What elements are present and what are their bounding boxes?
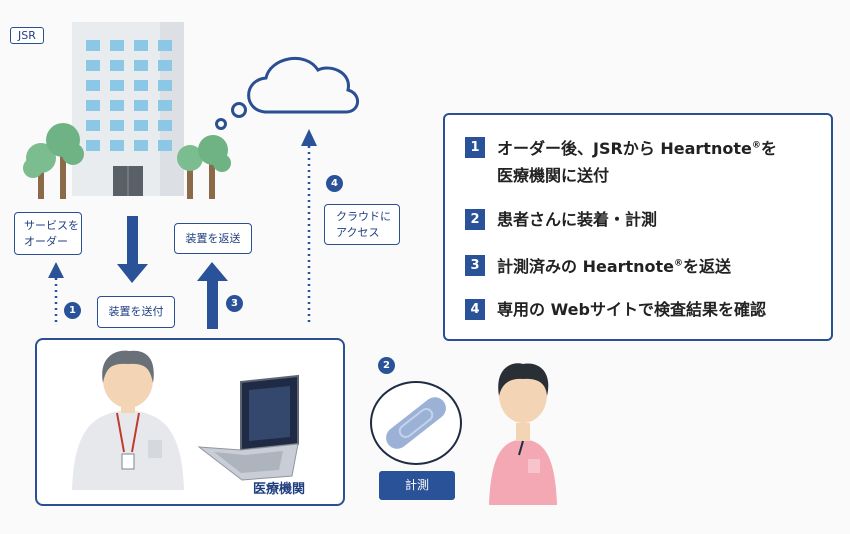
- measure-button[interactable]: 計測: [379, 471, 455, 500]
- step-badge-1: 1: [64, 302, 81, 319]
- step-text: 患者さんに装着・計測: [497, 210, 658, 229]
- cloud-access-arrow: [301, 129, 317, 325]
- cloud-icon: [215, 57, 359, 130]
- step-text: 計測済みの Heartnote: [497, 257, 675, 277]
- step-badge-3: 3: [226, 295, 243, 312]
- step-number: 1: [465, 137, 485, 159]
- organization-tag: JSR: [10, 27, 44, 44]
- step-number: 2: [465, 209, 485, 230]
- laptop-illustration: [197, 374, 299, 481]
- cloud-access-label: クラウドに アクセス: [324, 204, 400, 245]
- step-number: 3: [465, 255, 485, 277]
- step-item-1: 1 オーダー後、JSRから Heartnote®を 医療機関に送付: [465, 133, 777, 189]
- step-badge-4: 4: [326, 175, 343, 192]
- step-text: を返送: [683, 257, 732, 277]
- cloud-access-line: クラウドに: [336, 210, 391, 223]
- medical-facility-label: 医療機関: [253, 482, 306, 497]
- cloud-access-line: アクセス: [336, 225, 380, 239]
- registered-mark: ®: [674, 259, 684, 269]
- order-service-label: サービスを オーダー: [14, 212, 82, 255]
- patient-illustration: [489, 363, 557, 505]
- order-service-line: オーダー: [24, 234, 68, 248]
- return-device-arrow: [197, 262, 228, 329]
- step-badge-2: 2: [378, 357, 395, 374]
- send-device-arrow: [117, 216, 148, 283]
- step-text: 医療機関に送付: [497, 166, 610, 186]
- step-item-2: 2 患者さんに装着・計測: [465, 205, 657, 233]
- tree-illustration: [177, 135, 231, 199]
- return-device-label: 装置を返送: [174, 223, 252, 254]
- patch-device-illustration: [370, 381, 462, 465]
- step-text: 専用の Webサイトで検査結果を確認: [497, 300, 766, 319]
- step-item-3: 3 計測済みの Heartnote®を返送: [465, 251, 731, 280]
- office-building-illustration: [72, 22, 184, 196]
- send-device-label: 装置を送付: [97, 296, 175, 328]
- order-service-arrow: [48, 262, 64, 325]
- step-text: を: [760, 139, 777, 159]
- order-service-line: サービスを: [24, 219, 79, 232]
- registered-mark: ®: [751, 141, 761, 151]
- step-text: オーダー後、JSRから Heartnote: [497, 139, 752, 159]
- doctor-illustration: [72, 350, 184, 490]
- tree-illustration: [23, 123, 84, 199]
- step-item-4: 4 専用の Webサイトで検査結果を確認: [465, 295, 766, 323]
- step-number: 4: [465, 299, 485, 320]
